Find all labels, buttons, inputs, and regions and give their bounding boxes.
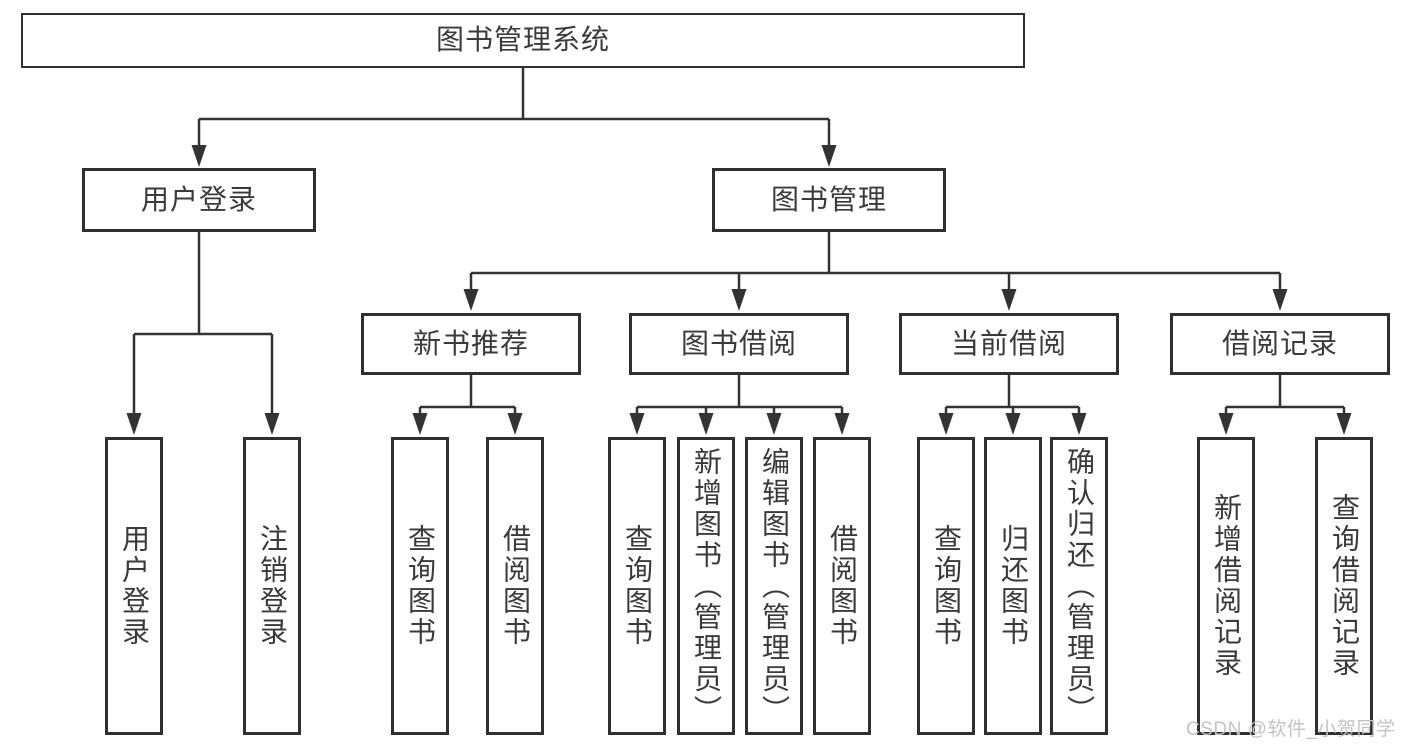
leaf-edit-books-admin: 编辑图书（管理员） xyxy=(745,437,803,735)
node-root-system: 图书管理系统 xyxy=(21,13,1025,68)
node-book-management-label: 图书管理 xyxy=(770,183,887,215)
leaf-add-books-admin: 新增图书（管理员） xyxy=(677,437,735,735)
leaf-logout: 注销登录 xyxy=(243,437,301,735)
leaf-label: 查询图书 xyxy=(931,524,962,648)
node-borrowing-records: 借阅记录 xyxy=(1170,313,1390,375)
node-new-book-recommend: 新书推荐 xyxy=(361,313,581,375)
leaf-label: 新增图书（管理员） xyxy=(691,446,722,726)
node-user-login-label: 用户登录 xyxy=(140,183,257,215)
node-book-borrowing: 图书借阅 xyxy=(629,313,849,375)
leaf-query-borrow-record: 查询借阅记录 xyxy=(1315,437,1373,735)
leaf-label: 借阅图书 xyxy=(500,524,531,648)
leaf-label: 查询图书 xyxy=(405,524,436,648)
leaf-borrow-books-recommend: 借阅图书 xyxy=(486,437,544,735)
leaf-label: 新增借阅记录 xyxy=(1211,493,1242,679)
leaf-label: 编辑图书（管理员） xyxy=(759,446,790,726)
leaf-query-books-borrowing: 查询图书 xyxy=(608,437,666,735)
node-current-borrowing: 当前借阅 xyxy=(899,313,1119,375)
leaf-label: 归还图书 xyxy=(998,524,1029,648)
leaf-return-books: 归还图书 xyxy=(984,437,1042,735)
leaf-borrow-books-borrowing: 借阅图书 xyxy=(813,437,871,735)
leaf-label: 查询图书 xyxy=(622,524,653,648)
node-book-management: 图书管理 xyxy=(712,168,946,232)
node-borrowing-records-label: 借阅记录 xyxy=(1221,327,1338,359)
leaf-user-login: 用户登录 xyxy=(105,437,163,735)
node-new-book-recommend-label: 新书推荐 xyxy=(412,327,529,359)
leaf-query-books-current: 查询图书 xyxy=(917,437,975,735)
node-user-login: 用户登录 xyxy=(82,168,316,232)
leaf-label: 查询借阅记录 xyxy=(1329,493,1360,679)
leaf-label: 确认归还（管理员） xyxy=(1064,446,1095,726)
leaf-query-books-recommend: 查询图书 xyxy=(391,437,449,735)
leaf-label: 借阅图书 xyxy=(827,524,858,648)
node-book-borrowing-label: 图书借阅 xyxy=(680,327,797,359)
node-root-label: 图书管理系统 xyxy=(435,24,610,56)
leaf-label: 注销登录 xyxy=(257,524,288,648)
leaf-label: 用户登录 xyxy=(119,524,150,648)
node-current-borrowing-label: 当前借阅 xyxy=(950,327,1067,359)
leaf-add-borrow-record: 新增借阅记录 xyxy=(1197,437,1255,735)
leaf-confirm-return-admin: 确认归还（管理员） xyxy=(1050,437,1108,735)
csdn-watermark: CSDN @软件_小贺同学 xyxy=(1186,719,1396,740)
